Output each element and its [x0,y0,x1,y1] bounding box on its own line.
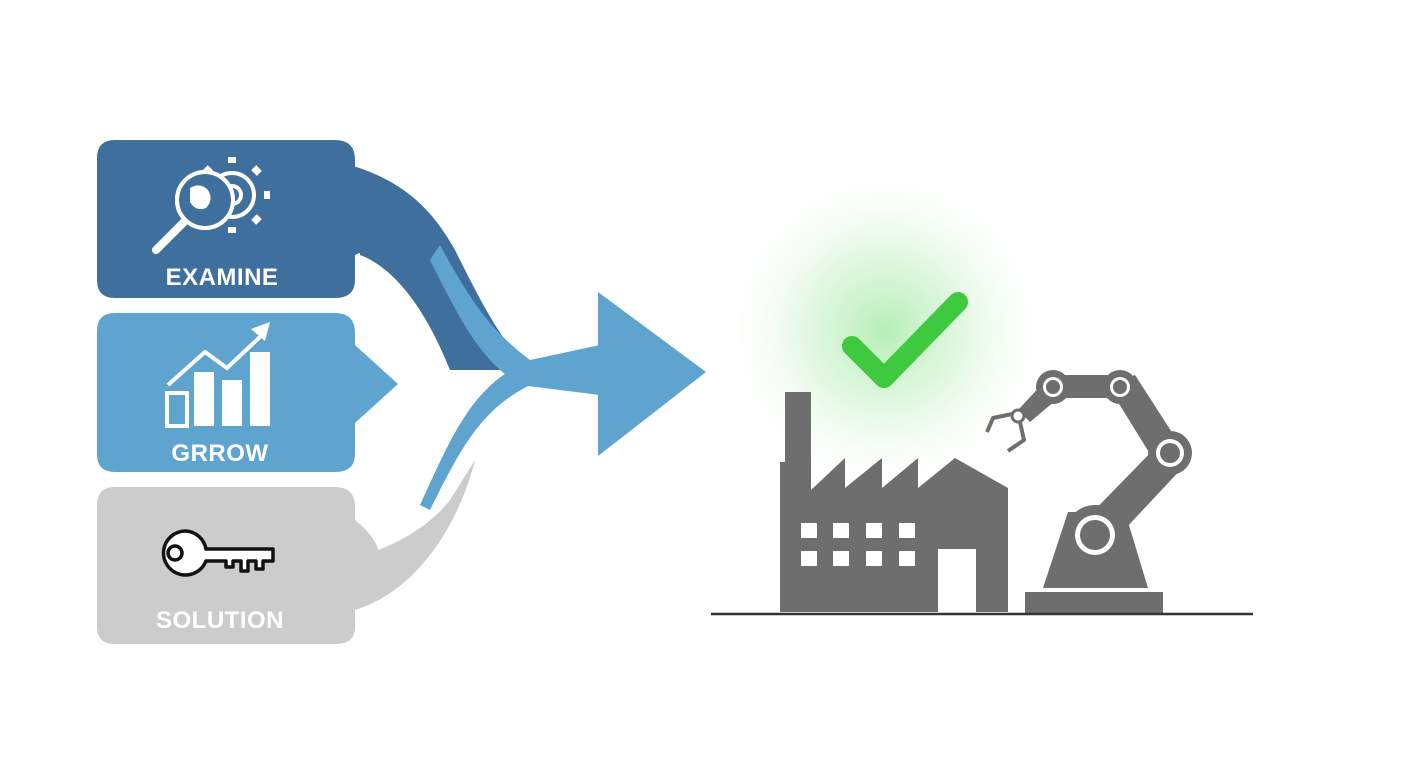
growth-bar-1 [165,391,189,428]
step-grrow-box [97,313,398,472]
result-area [715,160,1055,500]
robot-joint-top-core [1046,380,1060,394]
growth-bar-4 [250,352,270,426]
flow-arrow-head [598,292,706,456]
flow-ribbon-solution [350,460,475,610]
step-examine: EXAMINE [97,140,380,298]
robot-arm-icon [985,370,1192,614]
robot-gripper-finger-lower [1006,421,1026,453]
step-grrow-label: GRROW [171,440,268,467]
key-icon [161,529,275,577]
factory-door [938,549,976,612]
growth-bar-3 [222,380,242,426]
flow-ribbon-bottom [420,350,600,510]
growth-trend-line [166,333,264,387]
growth-arrow-head [251,322,270,341]
robot-joint-elbow-core [1160,443,1180,463]
check-glow [715,160,1055,500]
growth-chart-icon [165,322,270,428]
step-examine-label: EXAMINE [166,264,279,291]
magnifier-gear-icon [152,157,270,254]
robot-gripper-joint [1010,408,1026,424]
flow-ribbons [350,165,706,610]
robot-gripper-finger-upper [985,412,1013,433]
robot-base-plate [1025,592,1163,614]
step-grrow: GRROW [97,313,398,472]
step-examine-box [97,140,380,298]
step-solution: SOLUTION [97,487,380,644]
robot-top-arm [1053,375,1120,398]
flow-ribbon-top [430,245,600,395]
factory-icon [780,392,1008,612]
step-solution-label: SOLUTION [156,607,284,634]
robot-joint-shoulder-core [1113,380,1127,394]
check-icon [842,292,968,388]
step-solution-box [97,487,380,644]
growth-bar-2 [194,372,214,426]
factory-windows [801,523,915,566]
robot-joint-base-core [1080,520,1110,550]
